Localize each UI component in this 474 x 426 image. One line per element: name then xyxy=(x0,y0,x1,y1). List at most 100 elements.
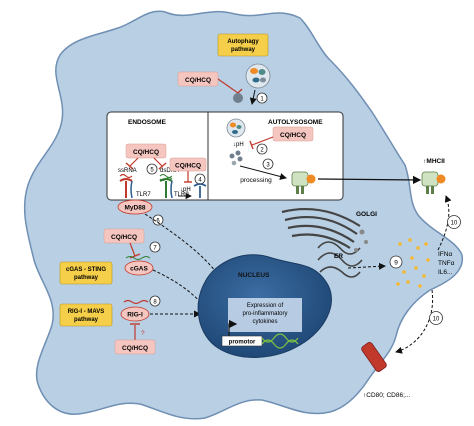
tlr9-receptor xyxy=(159,178,173,199)
tlr9-label: TLR9 xyxy=(174,192,189,198)
cq-hcq-label-7: CQ/HCQ xyxy=(111,234,137,241)
cq-hcq-label-5: CQ/HCQ xyxy=(133,149,159,156)
step-2-circle xyxy=(256,143,268,155)
arrow-cytokine-secretion xyxy=(347,262,386,270)
step-6-label: 6 xyxy=(156,219,160,225)
cq-hcq-label-4: CQ/HCQ xyxy=(175,163,201,170)
cd80-cd86-receptor xyxy=(361,342,387,372)
autophagy-pathway-box xyxy=(217,33,269,57)
myd88-node xyxy=(117,199,153,215)
autophagosome xyxy=(245,63,271,89)
cq-hcq-label-8: CQ/HCQ xyxy=(122,345,148,352)
cytokine-tnfa: TNFα xyxy=(438,260,455,267)
ssrna-strand xyxy=(119,173,133,179)
arrow-cgas-to-nucleus xyxy=(152,269,205,307)
mhcii-label: ↑MHCII xyxy=(423,158,445,165)
inhibit-arrow-7 xyxy=(129,242,136,257)
cell-body xyxy=(23,10,463,420)
endoplasmic-reticulum xyxy=(317,241,363,278)
cq-hcq-box-2 xyxy=(272,126,314,142)
step-1-label: 1 xyxy=(260,97,264,103)
lysosome xyxy=(233,93,243,103)
cgas-sting-label-1: cGAS - STING xyxy=(66,267,106,273)
cytokine-il6: IL6... xyxy=(438,269,453,276)
cgas-node xyxy=(124,260,154,276)
dsdna-label: dsDNA xyxy=(160,168,179,174)
cytokine-ifna: IFNα xyxy=(438,251,452,258)
arrow-step10-lower xyxy=(395,289,434,354)
step-10-lower-label: 10 xyxy=(433,317,440,323)
golgi-label: GOLGI xyxy=(356,211,377,218)
arrow-processing xyxy=(239,165,287,180)
endosome-title: ENDOSOME xyxy=(128,119,167,126)
inhibit-arrow-5a xyxy=(129,157,139,167)
expression-line-2: pro-inflammatory xyxy=(242,311,287,317)
step-3-circle xyxy=(262,158,274,170)
cgas-sting-label-2: pathway xyxy=(74,275,99,281)
tlr7-receptor xyxy=(119,178,133,199)
inhibit-arrow-2 xyxy=(251,136,274,146)
rig-mavs-label-2: pathway xyxy=(74,317,99,323)
step-10-upper-label: 10 xyxy=(451,221,458,227)
rigi-node xyxy=(120,306,150,322)
autophagy-pathway-label-1: Autophagy xyxy=(227,39,259,45)
er-label: ER xyxy=(334,253,343,260)
dna-helix xyxy=(261,333,299,349)
step-5-circle xyxy=(146,163,158,175)
ssrna-label: ssRNA xyxy=(118,168,137,174)
expression-line-3: cytokines xyxy=(252,319,277,325)
autophagy-pathway-label-2: pathway xyxy=(231,47,256,53)
cq-hcq-label-1: CQ/HCQ xyxy=(185,77,211,84)
cq-hcq-box-5 xyxy=(125,143,167,159)
cq-hcq-box-7 xyxy=(103,228,145,244)
ph-down-label-2: ↓pH xyxy=(180,187,191,193)
step-7-circle xyxy=(149,241,161,253)
arrow-autophagosome-down xyxy=(249,89,257,105)
step-10-lower-circle xyxy=(429,311,443,325)
arrow-to-surface-mhcii xyxy=(317,175,422,185)
step-9-circle xyxy=(389,255,403,269)
cgas-sting-pathway-box xyxy=(59,261,113,285)
tlr-dimer-right xyxy=(193,183,207,198)
mhcii-complex-intracellular xyxy=(291,171,316,194)
step-5-label: 5 xyxy=(150,168,154,174)
step-7-label: 7 xyxy=(153,246,157,252)
step-8-circle xyxy=(149,295,161,307)
step-10-upper-circle xyxy=(447,215,461,229)
processing-label: processing xyxy=(240,177,272,184)
expression-panel xyxy=(228,298,302,332)
costim-label: ↑CD80; CD86;... xyxy=(363,392,411,399)
question-mark: ? xyxy=(141,330,145,337)
promotor-label: promotor xyxy=(229,340,256,346)
step-8-label: 8 xyxy=(153,300,157,306)
autolysosome-title: AUTOLYSOSOME xyxy=(268,119,323,126)
cq-hcq-label-2: CQ/HCQ xyxy=(280,132,306,139)
golgi-apparatus xyxy=(281,207,368,252)
mhcii-complex-surface xyxy=(421,171,446,194)
step-1-circle xyxy=(256,92,268,104)
nucleus-label: NUCLEUS xyxy=(238,272,270,279)
step-2-label: 2 xyxy=(260,148,264,154)
inhibit-arrow-1 xyxy=(217,78,239,94)
autolysosome-vesicle xyxy=(226,118,246,138)
myd88-label: MyD88 xyxy=(125,205,146,212)
arrow-myd88-to-nucleus xyxy=(144,213,227,287)
step-9-label: 9 xyxy=(394,260,398,267)
rig-rna-strand xyxy=(123,299,149,305)
expression-line-1: Expression of xyxy=(247,303,284,309)
rigi-label: RIG-I xyxy=(127,312,143,319)
cytokine-dots xyxy=(396,238,430,288)
step-6-circle xyxy=(152,214,164,226)
rig-mavs-pathway-box xyxy=(59,303,113,327)
cq-hcq-box-8 xyxy=(114,339,156,355)
cgas-label: cGAS xyxy=(130,266,148,273)
tlr7-label: TLR7 xyxy=(136,192,151,198)
cgas-dna-strand xyxy=(125,256,151,260)
transcription-arrow xyxy=(228,319,238,338)
step-3-label: 3 xyxy=(266,163,270,169)
step-4-label: 4 xyxy=(198,178,202,184)
promotor-box xyxy=(221,335,263,347)
ph-down-label-1: ↓pH xyxy=(233,142,244,148)
rig-mavs-label-1: RIG-I - MAVS xyxy=(68,309,105,315)
